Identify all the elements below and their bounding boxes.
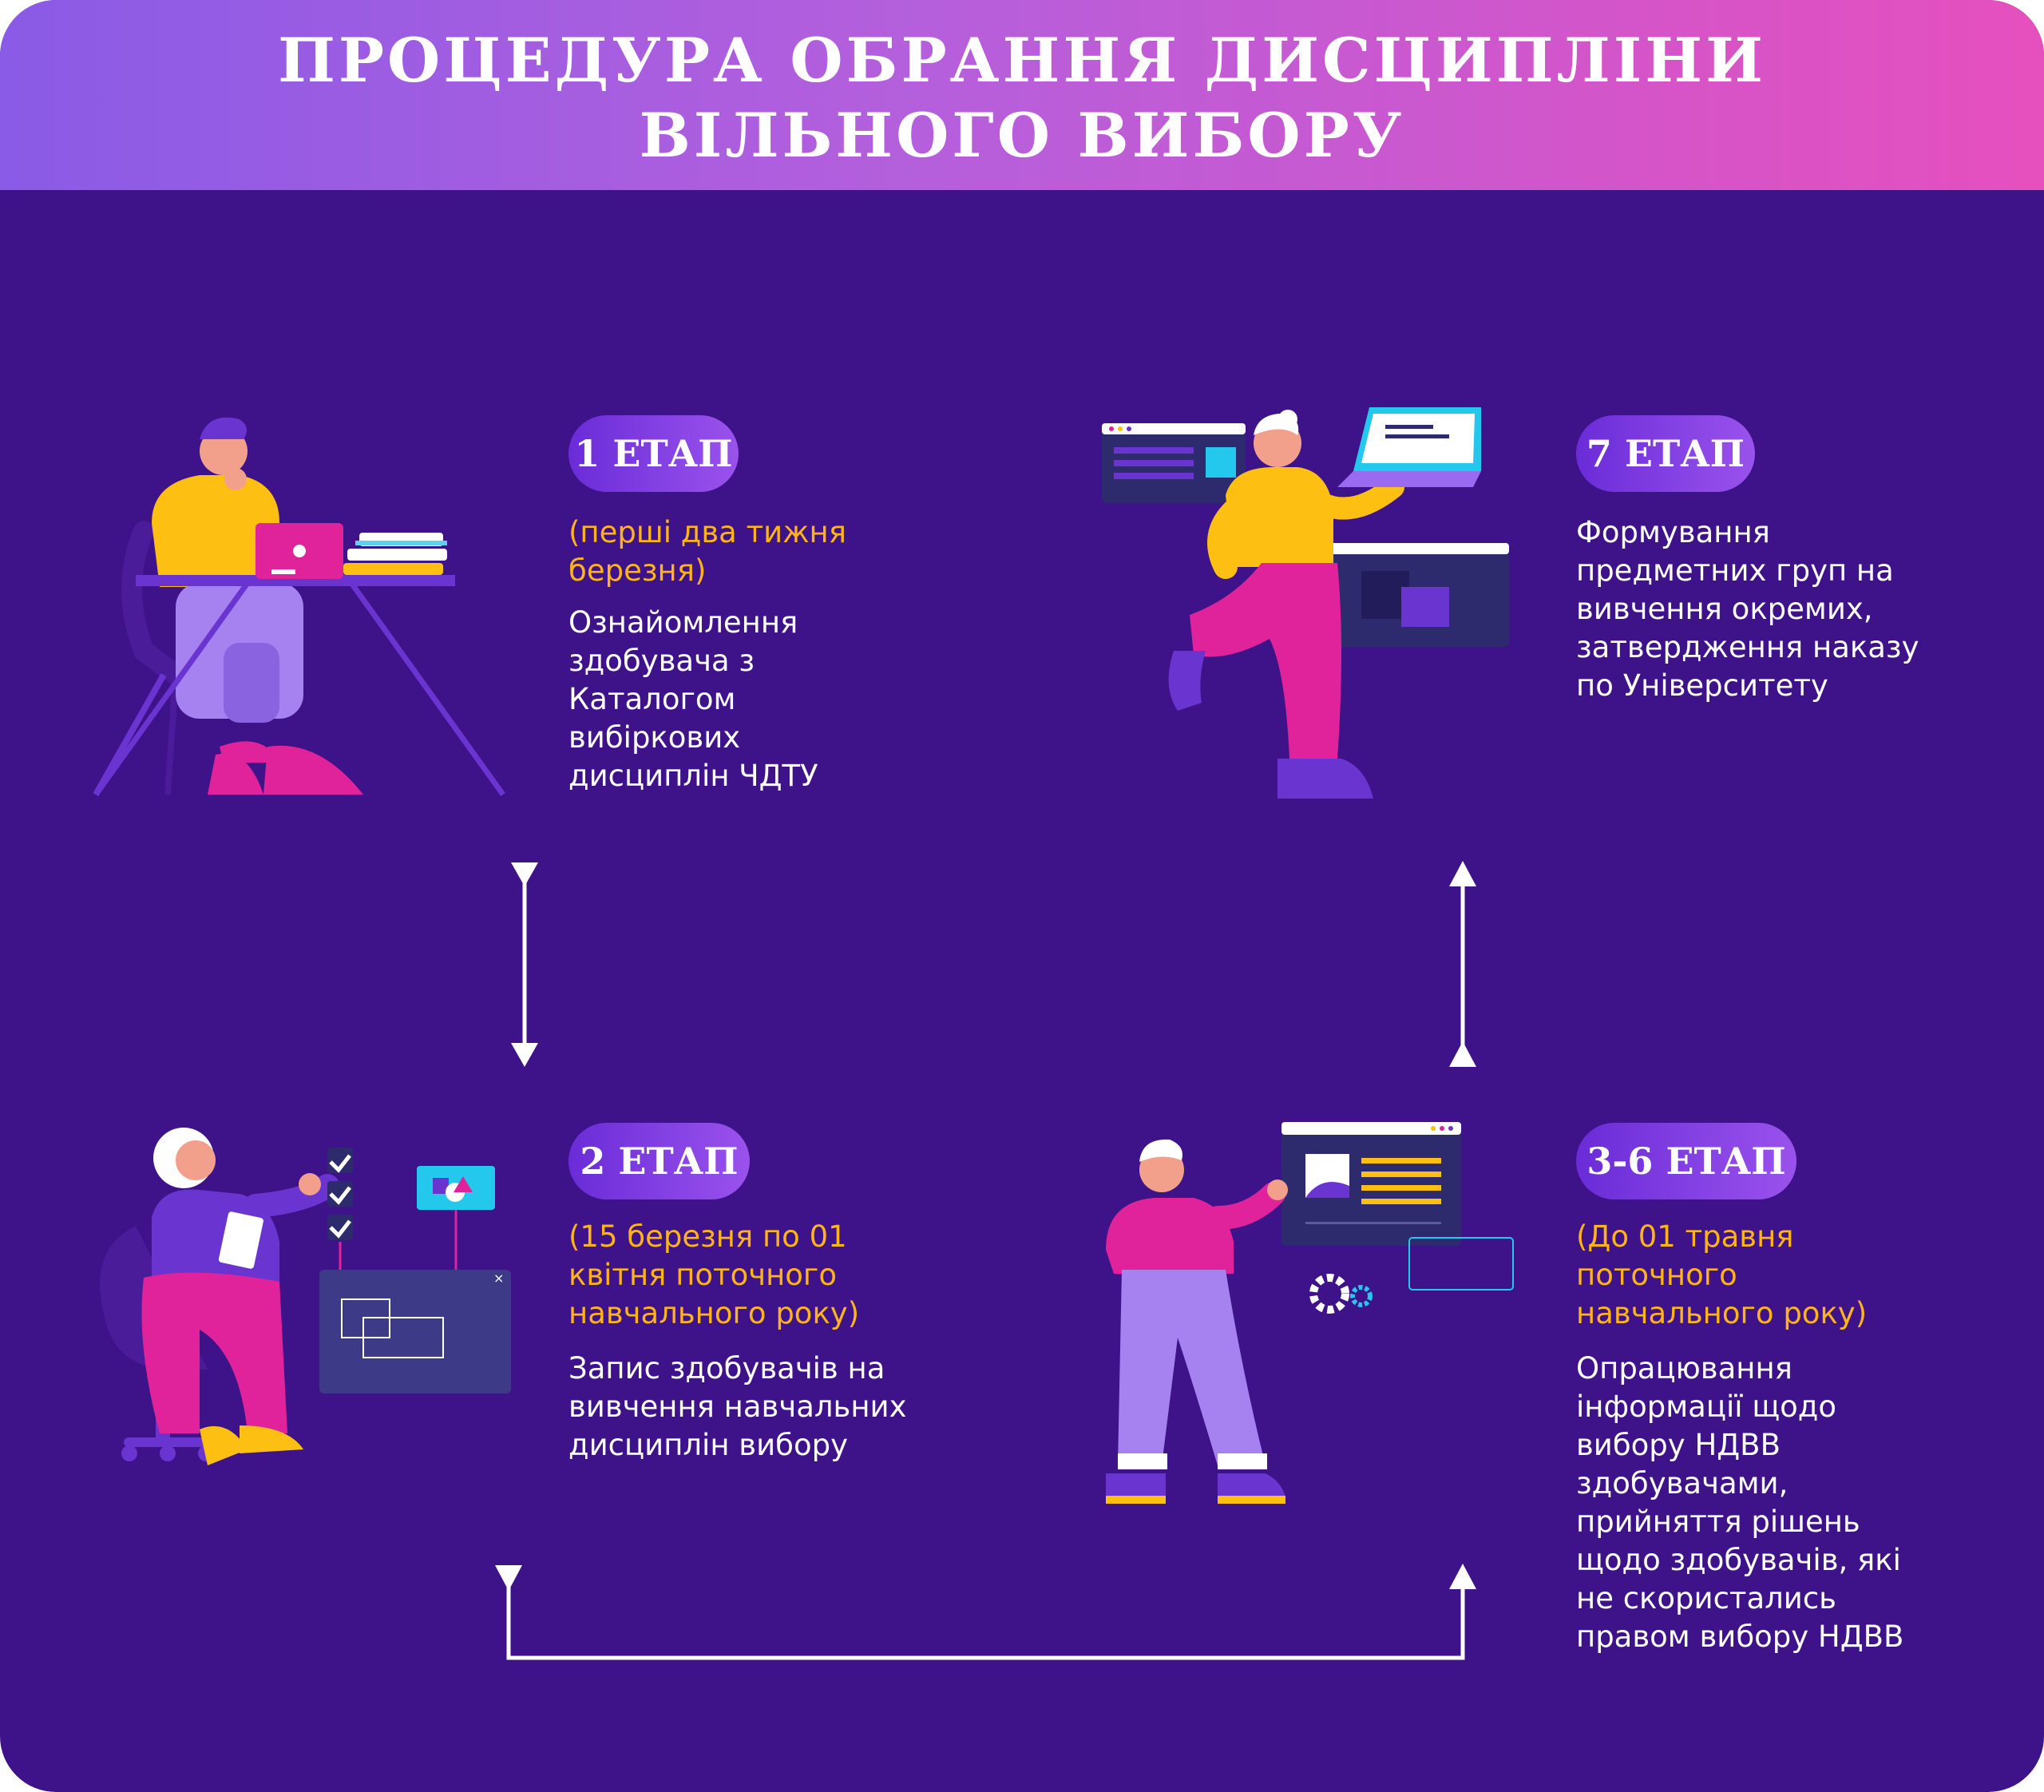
header-banner: ПРОЦЕДУРА ОБРАННЯ ДИСЦИПЛІНИ ВІЛЬНОГО ВИ… (0, 0, 2044, 190)
person-holding-laptop-illustration (1102, 407, 1509, 799)
person-with-checklist-illustration: × (100, 1128, 511, 1465)
stage-2-badge: 2 ЕТАП (568, 1123, 750, 1199)
arrow-icon (495, 1564, 1476, 1660)
person-at-desk-with-laptop-illustration (93, 417, 505, 797)
stage-3-6-date: (До 01 травня поточного навчального року… (1576, 1219, 1868, 1330)
stage-3-6-description: Опрацювання інформації щодо вибору НДВВ … (1576, 1351, 1904, 1654)
stage-7-description: Формування предметних груп на вивчення о… (1576, 515, 1919, 703)
stage-7-badge: 7 ЕТАП (1576, 415, 1755, 492)
arrow-icon (1449, 861, 1476, 1067)
person-presenting-screen-illustration (1106, 1122, 1514, 1504)
page-title-line-2: ВІЛЬНОГО ВИБОРУ (639, 100, 1405, 171)
stage-1-badge: 1 ЕТАП (568, 415, 739, 492)
stage-3-6-badge: 3-6 ЕТАП (1576, 1123, 1796, 1199)
stage-1-date: (перші два тижня березня) (568, 515, 846, 588)
stage-2-description: Запис здобувачів на вивчення навчальних … (568, 1351, 907, 1462)
arrow-icon (511, 862, 538, 1067)
stage-1-description: Ознайомлення здобувача з Каталогом вибір… (568, 605, 818, 793)
stage-2-date: (15 березня по 01 квітня поточного навча… (568, 1219, 860, 1330)
svg-text:×: × (493, 1271, 504, 1286)
page-title-line-1: ПРОЦЕДУРА ОБРАННЯ ДИСЦИПЛІНИ (278, 25, 1766, 96)
